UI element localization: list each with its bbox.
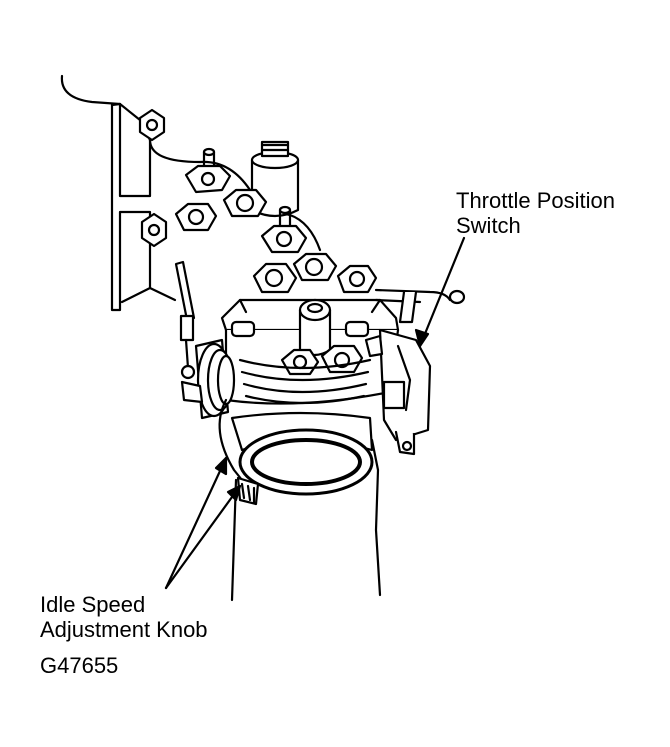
plate-bolt-lower — [140, 212, 168, 248]
manifold-studs — [174, 147, 378, 294]
throttle-position-switch-body — [378, 328, 432, 456]
idle-label-line-2: Adjustment Knob — [40, 617, 208, 642]
tps-arrowhead — [414, 328, 430, 348]
idle-arrowhead-lower — [226, 484, 242, 502]
idle-label-line-1: Idle Speed — [40, 592, 146, 617]
throttle-position-switch-label: Throttle Position Switch — [456, 188, 615, 238]
tps-label-line-2: Switch — [456, 213, 521, 238]
leader-lines — [164, 236, 466, 590]
plate-bolt-upper — [138, 108, 166, 142]
idle-leader-upper — [164, 456, 228, 590]
throttle-bore-ribs — [238, 358, 372, 405]
tps-leader — [418, 236, 466, 348]
throttle-pulley — [180, 338, 236, 420]
manifold-plate — [110, 102, 177, 312]
tps-label-line-1: Throttle Position — [456, 188, 615, 213]
hose-outline — [60, 74, 122, 106]
idle-leader-lower — [164, 484, 242, 590]
intake-duct — [218, 398, 382, 602]
idle-speed-knob — [236, 476, 260, 506]
figure-id: G47655 — [40, 653, 119, 678]
air-inlet-pipe — [298, 298, 332, 357]
throttle-cable-rod — [174, 260, 196, 380]
idle-speed-knob-label: Idle Speed Adjustment Knob — [40, 592, 208, 642]
idle-arrowhead-upper — [214, 456, 228, 476]
